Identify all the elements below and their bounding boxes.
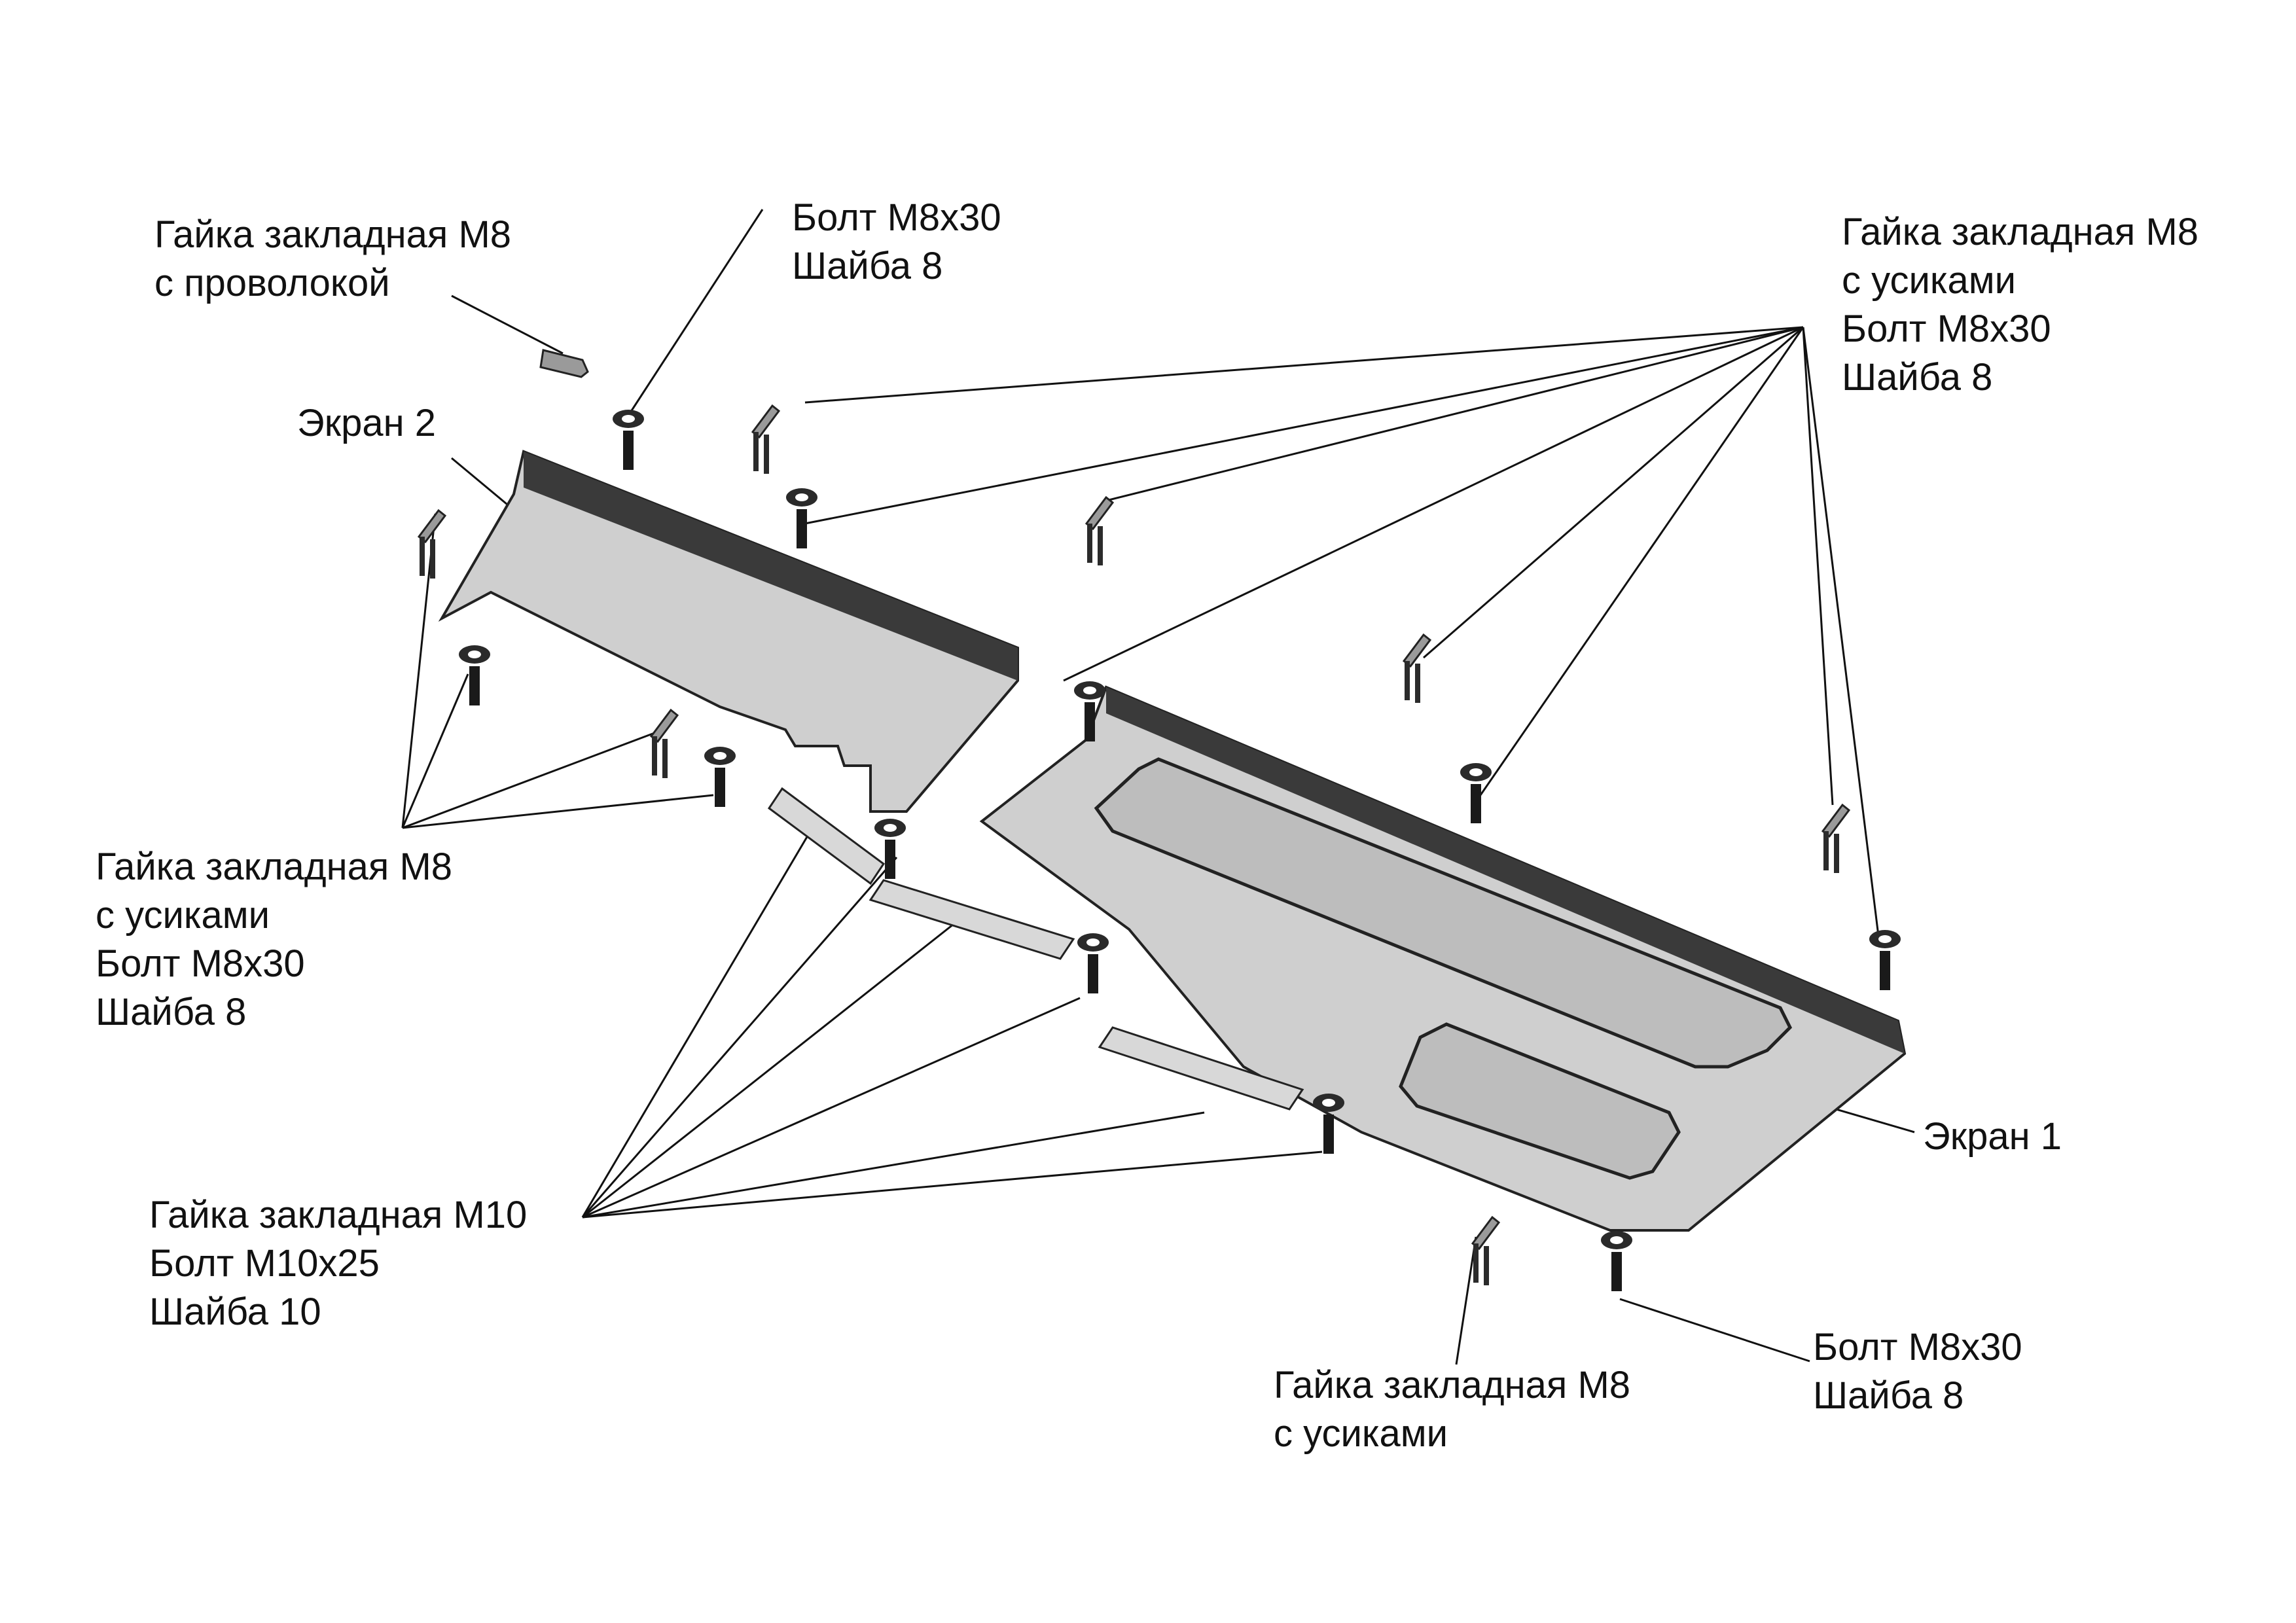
bolt-bottom-right-line2: Шайба 8 [1813,1374,1964,1417]
leader-line [402,794,714,829]
leader-line [627,209,764,416]
cage-left-line1: Гайка закладная М8 [96,846,453,888]
washer-hole [713,752,726,760]
bolt-top-line2: Шайба 8 [792,245,943,287]
leader-line [451,294,564,355]
washer-hole [1083,687,1096,694]
washer-hole [795,493,808,501]
cage-nut-whisker [764,435,769,474]
bolt [715,768,725,807]
bolt [1611,1252,1622,1291]
cage-nut-whisker [430,539,435,579]
screen-2-text: Экран 2 [297,402,436,444]
leader-line [451,457,511,508]
label-bolt-bottom-right: Болт М8х30 Шайба 8 [1813,1323,2022,1420]
bolt-top-line1: Болт М8х30 [792,196,1001,239]
leader-line [1063,326,1804,682]
leader-line [582,908,973,1219]
bolt [797,509,807,548]
cage-nut-whisker [1087,524,1092,563]
leader-line [1105,326,1804,502]
washer-hole [1322,1099,1335,1107]
cage-nut-whisker [1834,834,1839,873]
cage-nut-whisker [1823,831,1829,870]
leader-line [804,326,1804,404]
m10-line3: Шайба 10 [149,1291,321,1333]
leader-line [1619,1298,1810,1363]
leader-line [581,857,898,1218]
bolt [1323,1115,1334,1154]
screen-2-plate [438,450,1019,813]
bolt-bottom-right-line1: Болт М8х30 [1813,1326,2022,1368]
washer-hole [622,415,635,423]
cage-top-right-line1: Гайка закладная М8 [1842,211,2199,253]
washer-hole [468,651,481,658]
washer-hole [1610,1236,1623,1244]
leader-line [1423,326,1804,659]
wire-nut-line1: Гайка закладная М8 [154,213,512,256]
cage-bottom-line1: Гайка закладная М8 [1274,1364,1631,1406]
leader-line [1455,1236,1477,1365]
m10-plate-nut [767,787,886,885]
cage-nut-whisker [420,537,425,576]
label-screen-2: Экран 2 [297,399,436,448]
cage-nut-whisker [1473,1243,1479,1283]
cage-top-right-line4: Шайба 8 [1842,356,1993,399]
cage-top-right-line3: Болт М8х30 [1842,308,2051,350]
wire-nut-line2: с проволокой [154,262,390,304]
bolt [885,840,895,879]
leader-line [582,1150,1323,1219]
washer-hole [1086,938,1100,946]
cage-nut-whisker [1098,526,1103,565]
label-wire-nut: Гайка закладная М8 с проволокой [154,211,511,308]
leader-line [1802,327,1834,806]
cage-left-line2: с усиками [96,894,270,936]
leader-line [582,997,1081,1219]
leader-lines [401,209,1915,1365]
m10-plate-nut [869,879,1075,960]
bolt [1471,784,1481,823]
leader-line [1475,327,1804,802]
leader-line [581,817,819,1218]
cage-nut-whisker [1405,661,1410,700]
leader-line [582,1111,1205,1219]
m10-line2: Болт М10х25 [149,1242,380,1285]
leader-line [401,513,437,829]
screen-1-plate [979,685,1907,1232]
label-screen-1: Экран 1 [1923,1113,2062,1161]
bolt [1088,954,1098,993]
bolt [1085,702,1095,741]
washer-hole [884,824,897,832]
cage-nut-whisker [1484,1246,1489,1285]
washer-hole [1878,935,1892,943]
label-cage-nut-bottom: Гайка закладная М8 с усиками [1274,1361,1630,1458]
leader-line [401,673,469,829]
wire-nut [539,349,589,378]
bolt [469,666,480,705]
label-bolt-top: Болт М8х30 Шайба 8 [792,194,1001,291]
cage-left-line3: Болт М8х30 [96,942,305,985]
bolt [623,431,634,470]
m10-line1: Гайка закладная М10 [149,1194,528,1236]
cage-left-line4: Шайба 8 [96,991,247,1033]
bolt [1880,951,1890,990]
m10-plate-nut [1098,1026,1304,1111]
cage-nut-whisker [1415,664,1420,703]
label-cage-nut-top-right: Гайка закладная М8 с усиками Болт М8х30 … [1842,208,2198,402]
cage-nut-whisker [753,432,759,471]
screen-1-text: Экран 1 [1923,1115,2062,1158]
cage-top-right-line2: с усиками [1842,259,2017,302]
cage-bottom-line2: с усиками [1274,1412,1448,1455]
label-cage-nut-left: Гайка закладная М8 с усиками Болт М8х30 … [96,843,452,1037]
fasteners [417,349,1901,1291]
leader-line [402,732,655,829]
label-m10-nut: Гайка закладная М10 Болт М10х25 Шайба 10 [149,1191,527,1336]
leader-line [1802,327,1880,936]
washer-hole [1469,768,1482,776]
cage-nut-whisker [652,736,657,776]
leader-line [804,326,1804,525]
cage-nut-whisker [662,739,668,778]
